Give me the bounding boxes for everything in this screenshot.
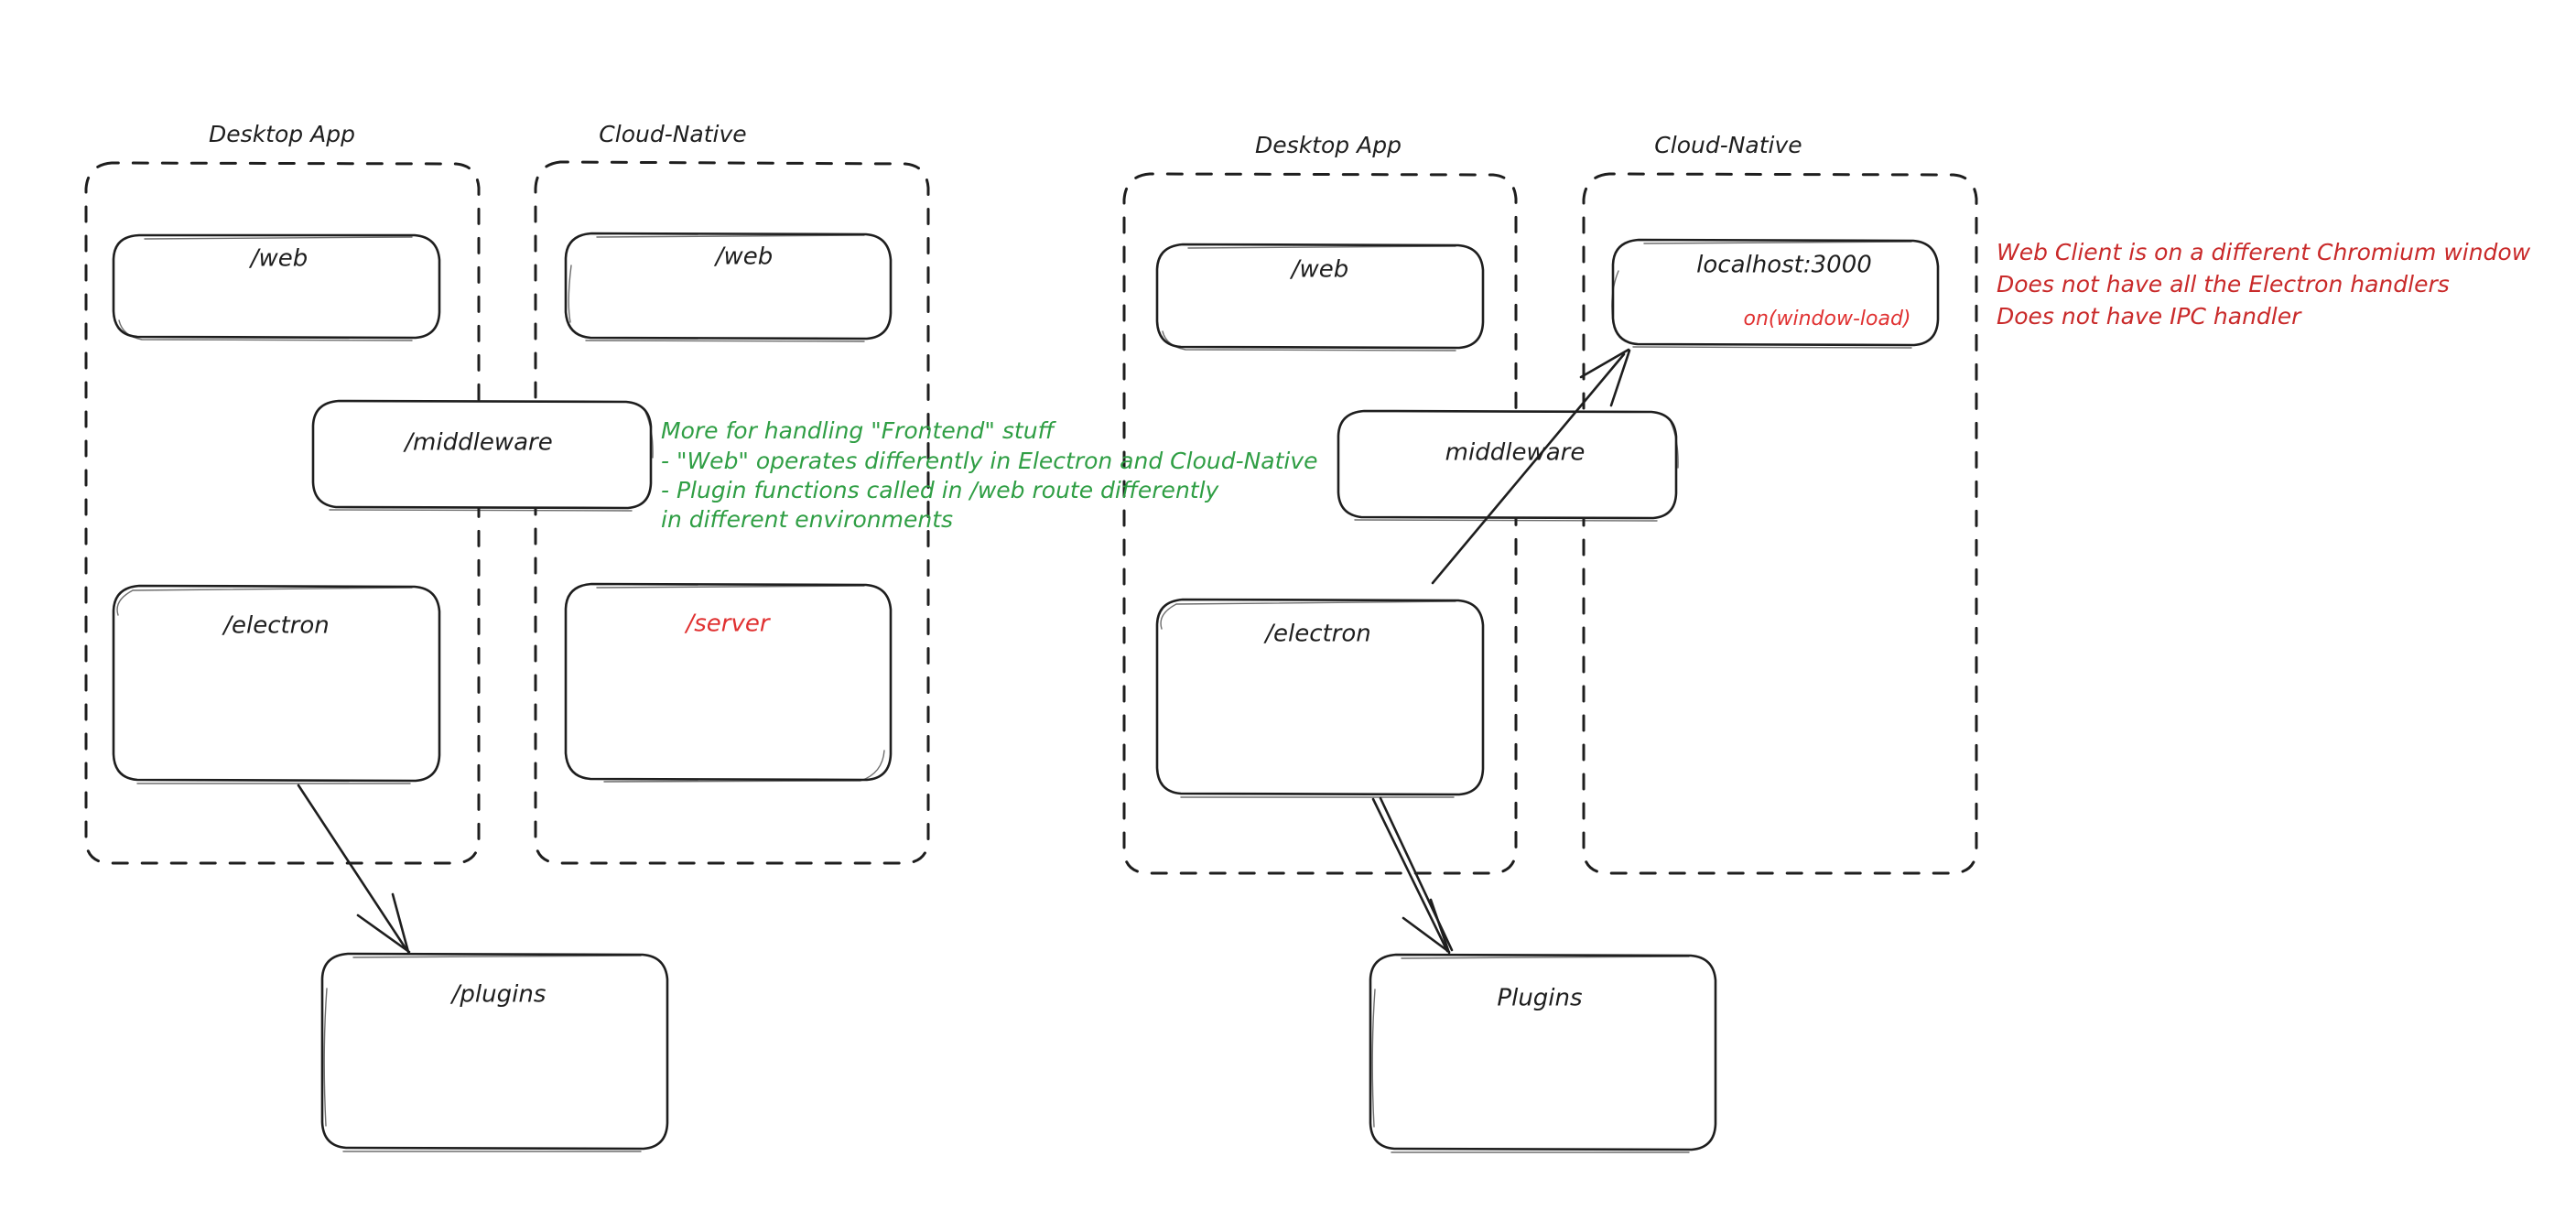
annotation-left-line-1: More for handling "Frontend" stuff — [661, 417, 1057, 444]
annotation-right-red-note: Web Client is on a different Chromium wi… — [1997, 239, 2531, 330]
group-label-right-cloud-native: Cloud-Native — [1654, 132, 1802, 158]
node-label-left-electron: /electron — [222, 612, 330, 640]
node-right-electron[interactable] — [1155, 598, 1485, 798]
node-label-right-middleware: middleware — [1445, 439, 1586, 467]
node-label-left-server: /server — [684, 611, 771, 638]
node-right-plugins[interactable] — [1369, 953, 1717, 1153]
edge-left-electron-to-plugins — [297, 784, 411, 954]
annotation-right-line-1: Web Client is on a different Chromium wi… — [1997, 239, 2531, 265]
group-left-desktop-app — [84, 161, 481, 865]
node-label-left-web: /web — [249, 245, 308, 273]
node-right-web[interactable] — [1155, 243, 1485, 351]
annotation-right-line-3: Does not have IPC handler — [1997, 303, 2302, 330]
group-right-cloud-native — [1582, 172, 1978, 875]
group-label-left-cloud-native: Cloud-Native — [599, 121, 746, 147]
node-label-right-web: /web — [1290, 256, 1349, 284]
annotation-left-green-note: More for handling "Frontend" stuff - "We… — [661, 417, 1318, 533]
node-left-server[interactable] — [564, 582, 893, 783]
node-label-right-electron: /electron — [1263, 621, 1371, 648]
group-label-left-desktop-app: Desktop App — [209, 121, 355, 147]
node-label-right-plugins: Plugins — [1497, 985, 1582, 1012]
node-right-middleware[interactable] — [1337, 409, 1679, 522]
node-label-left-plugins: /plugins — [450, 981, 547, 1009]
edge-right-electron-to-localhost — [1431, 348, 1631, 585]
node-label-left-middleware: /middleware — [403, 429, 552, 457]
node-label-left-cloud-web: /web — [714, 243, 774, 271]
annotation-left-line-4: in different environments — [661, 506, 953, 533]
node-left-web[interactable] — [112, 233, 441, 341]
node-left-electron[interactable] — [112, 584, 441, 784]
annotation-right-line-2: Does not have all the Electron handlers — [1997, 271, 2450, 297]
group-label-right-desktop-app: Desktop App — [1255, 132, 1402, 158]
node-left-middleware[interactable] — [311, 399, 654, 512]
node-sublabel-right-on-window-load: on(window-load) — [1744, 308, 1911, 330]
node-left-plugins[interactable] — [320, 952, 669, 1152]
annotation-left-line-3: - Plugin functions called in /web route … — [661, 477, 1220, 503]
annotation-left-line-2: - "Web" operates differently in Electron… — [661, 448, 1318, 474]
group-left-cloud-native — [534, 160, 930, 865]
edge-right-electron-to-plugins — [1371, 796, 1454, 955]
node-right-localhost[interactable] — [1611, 238, 1940, 349]
group-right-desktop-app — [1122, 172, 1518, 875]
node-label-right-localhost: localhost:3000 — [1696, 252, 1872, 279]
node-left-cloud-web[interactable] — [564, 232, 893, 342]
